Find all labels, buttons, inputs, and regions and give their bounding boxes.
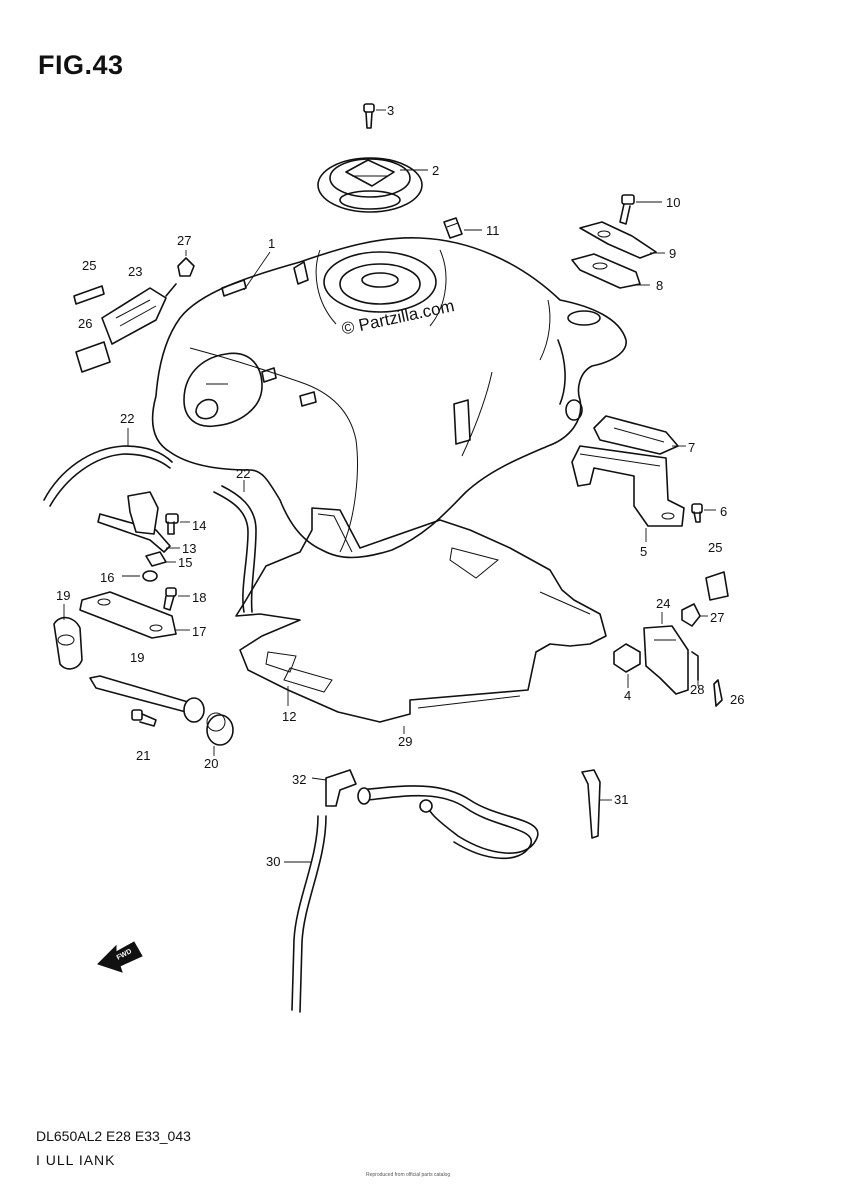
callout-15: 15 — [178, 555, 192, 570]
part-22-hose-center[interactable] — [213, 480, 257, 613]
callout-31: 31 — [614, 792, 628, 807]
part-1-fuel-tank[interactable] — [151, 236, 627, 559]
callout-14: 14 — [192, 518, 206, 533]
callout-22-left: 22 — [120, 411, 134, 426]
callout-3: 3 — [387, 103, 394, 118]
callout-29: 29 — [398, 734, 412, 749]
figure-title: FIG.43 — [38, 50, 124, 80]
callout-1: 1 — [268, 236, 275, 251]
callout-27-left: 27 — [177, 233, 191, 248]
callout-19-bottom: 19 — [130, 650, 144, 665]
callout-18: 18 — [192, 590, 206, 605]
callout-19-top: 19 — [56, 588, 70, 603]
part-26-label-right[interactable] — [713, 679, 723, 707]
part-31-pipe[interactable] — [581, 769, 612, 839]
part-10-bolt[interactable] — [619, 194, 662, 225]
part-11-pad[interactable] — [443, 217, 482, 239]
callout-9: 9 — [669, 246, 676, 261]
callout-23: 23 — [128, 264, 142, 279]
callout-12: 12 — [282, 709, 296, 724]
callout-10: 10 — [666, 195, 680, 210]
callout-30: 30 — [266, 854, 280, 869]
callout-17: 17 — [192, 624, 206, 639]
callout-25-left: 25 — [82, 258, 96, 273]
callout-4: 4 — [624, 688, 631, 703]
part-25-strip-left[interactable] — [73, 285, 105, 305]
part-30-hose[interactable] — [284, 815, 327, 1013]
part-4-cushion[interactable] — [613, 643, 641, 688]
forward-arrow-icon: FWD — [97, 941, 143, 973]
fine-print: Reproduced from official parts catalog — [366, 1172, 451, 1178]
part-9-bracket[interactable] — [579, 221, 665, 259]
part-6-bolt[interactable] — [691, 503, 716, 523]
part-8-plate[interactable] — [571, 253, 650, 289]
diagram-name: I ULL IANK — [36, 1152, 116, 1168]
callout-5: 5 — [640, 544, 647, 559]
part-23-cover-left[interactable] — [101, 283, 177, 345]
callout-32: 32 — [292, 772, 306, 787]
callout-27-right: 27 — [710, 610, 724, 625]
part-2-fuel-cap[interactable] — [317, 157, 428, 213]
part-13-band[interactable] — [97, 491, 180, 553]
part-rod[interactable] — [89, 675, 205, 723]
part-hose-curved[interactable] — [357, 785, 539, 860]
callout-20: 20 — [204, 756, 218, 771]
callout-7: 7 — [688, 440, 695, 455]
callout-6: 6 — [720, 504, 727, 519]
callout-24: 24 — [656, 596, 670, 611]
part-19-clamp[interactable] — [53, 604, 83, 670]
part-22-hose-left[interactable] — [43, 428, 173, 507]
part-28-clip[interactable] — [691, 651, 699, 686]
part-16-nut[interactable] — [122, 570, 158, 582]
part-17-bracket[interactable] — [79, 591, 190, 639]
part-20-grommet[interactable] — [206, 712, 234, 756]
part-32-joint[interactable] — [311, 769, 357, 807]
callout-26-left: 26 — [78, 316, 92, 331]
callout-labels: 3 2 10 11 27 1 9 25 23 8 26 22 7 22 6 14… — [56, 103, 744, 869]
part-7-rubber[interactable] — [593, 415, 686, 455]
callout-16: 16 — [100, 570, 114, 585]
part-3-screw[interactable] — [363, 103, 386, 129]
part-27-cap-right[interactable] — [681, 603, 708, 627]
part-26-label-left[interactable] — [75, 341, 111, 373]
part-21-bolt[interactable] — [131, 709, 157, 727]
part-14-bolt[interactable] — [165, 513, 190, 535]
callout-11: 11 — [486, 223, 500, 238]
callout-22-center: 22 — [236, 466, 250, 481]
part-5-bracket[interactable] — [571, 445, 685, 542]
part-25-strip-right[interactable] — [705, 571, 729, 601]
callout-21: 21 — [136, 748, 150, 763]
callout-2: 2 — [432, 163, 439, 178]
callout-26-right: 26 — [730, 692, 744, 707]
part-18-bolt[interactable] — [163, 587, 190, 611]
callout-13: 13 — [182, 541, 196, 556]
callout-25-right: 25 — [708, 540, 722, 555]
callout-28: 28 — [690, 682, 704, 697]
part-15-nut[interactable] — [145, 551, 176, 567]
diagram-code: DL650AL2 E28 E33_043 — [36, 1128, 191, 1144]
callout-8: 8 — [656, 278, 663, 293]
part-24-cover-right[interactable] — [643, 612, 689, 695]
part-27-cap-left[interactable] — [177, 250, 195, 277]
part-29-tray[interactable] — [235, 507, 607, 734]
